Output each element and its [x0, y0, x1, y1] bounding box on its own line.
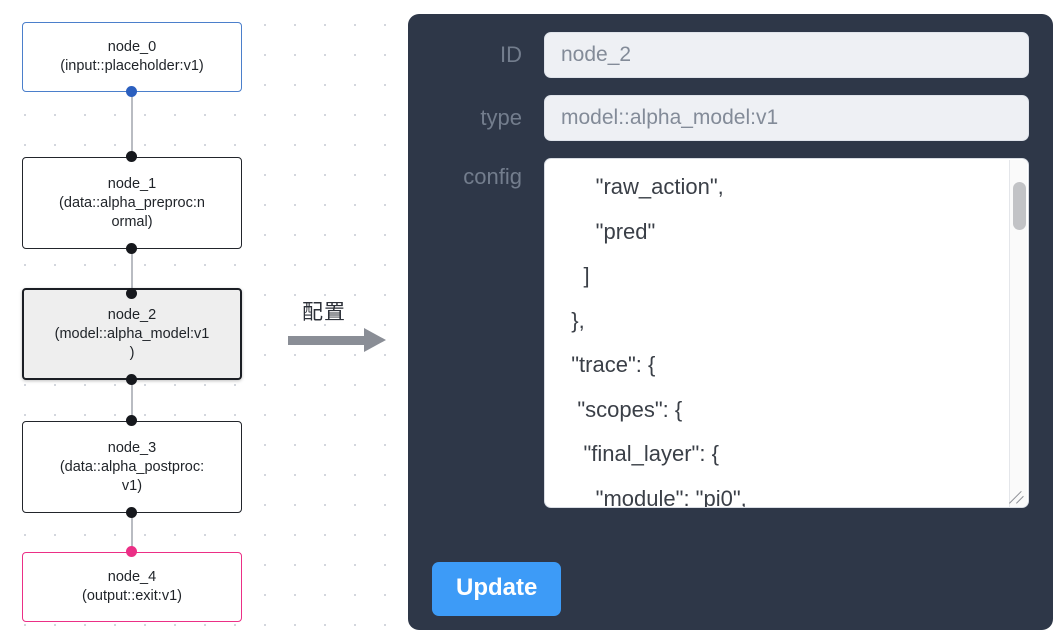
port-node_3-out[interactable]	[126, 507, 137, 518]
port-node_2-in[interactable]	[126, 288, 137, 299]
graph-node-label: node_0 (input::placeholder:v1)	[60, 39, 204, 74]
type-field-label: type	[480, 105, 522, 130]
config-textarea-wrapper[interactable]: "raw_action", "pred" ] }, "trace": { "sc…	[544, 158, 1029, 508]
graph-node-node_3[interactable]: node_3 (data::alpha_postproc: v1)	[22, 421, 242, 513]
edge-node_2-node_3	[131, 380, 133, 424]
port-node_0-out[interactable]	[126, 86, 137, 97]
port-node_3-in[interactable]	[126, 415, 137, 426]
resize-grip-icon[interactable]	[1008, 487, 1026, 505]
right-arrow-icon	[288, 336, 366, 345]
port-node_4-in[interactable]	[126, 546, 137, 557]
type-field-row: type model::alpha_model:v1	[432, 95, 1029, 141]
id-field-label: ID	[500, 42, 522, 67]
config-scrollbar-thumb[interactable]	[1013, 182, 1026, 230]
port-node_1-in[interactable]	[126, 151, 137, 162]
graph-node-node_1[interactable]: node_1 (data::alpha_preproc:n ormal)	[22, 157, 242, 249]
graph-node-node_0[interactable]: node_0 (input::placeholder:v1)	[22, 22, 242, 92]
graph-node-label: node_3 (data::alpha_postproc: v1)	[59, 439, 205, 494]
port-node_1-out[interactable]	[126, 243, 137, 254]
graph-node-label: node_2 (model::alpha_model:v1 )	[54, 306, 210, 361]
edge-node_3-node_4	[131, 513, 133, 555]
config-field-label: config	[463, 164, 522, 189]
graph-node-node_2[interactable]: node_2 (model::alpha_model:v1 )	[22, 288, 242, 380]
node-inspector-panel: ID node_2 type model::alpha_model:v1 con…	[408, 14, 1053, 630]
port-node_2-out[interactable]	[126, 374, 137, 385]
annotation-label: 配置	[302, 301, 346, 324]
type-input[interactable]: model::alpha_model:v1	[544, 95, 1029, 141]
graph-node-node_4[interactable]: node_4 (output::exit:v1)	[22, 552, 242, 622]
config-textarea[interactable]: "raw_action", "pred" ] }, "trace": { "sc…	[571, 174, 747, 508]
update-button[interactable]: Update	[432, 562, 562, 616]
right-arrow-head-icon	[364, 328, 386, 352]
annotation-group: 配置	[286, 296, 396, 362]
id-field-row: ID node_2	[432, 32, 1029, 78]
edge-node_0-node_1	[131, 92, 133, 160]
config-scrollbar[interactable]	[1009, 160, 1027, 507]
graph-node-label: node_4 (output::exit:v1)	[82, 569, 182, 604]
edge-node_1-node_2	[131, 249, 133, 291]
flow-graph-canvas[interactable]: node_0 (input::placeholder:v1) node_1 (d…	[0, 0, 400, 643]
graph-node-label: node_1 (data::alpha_preproc:n ormal)	[59, 175, 205, 230]
config-field-row: config "raw_action", "pred" ] }, "trace"…	[432, 158, 1029, 508]
id-input[interactable]: node_2	[544, 32, 1029, 78]
